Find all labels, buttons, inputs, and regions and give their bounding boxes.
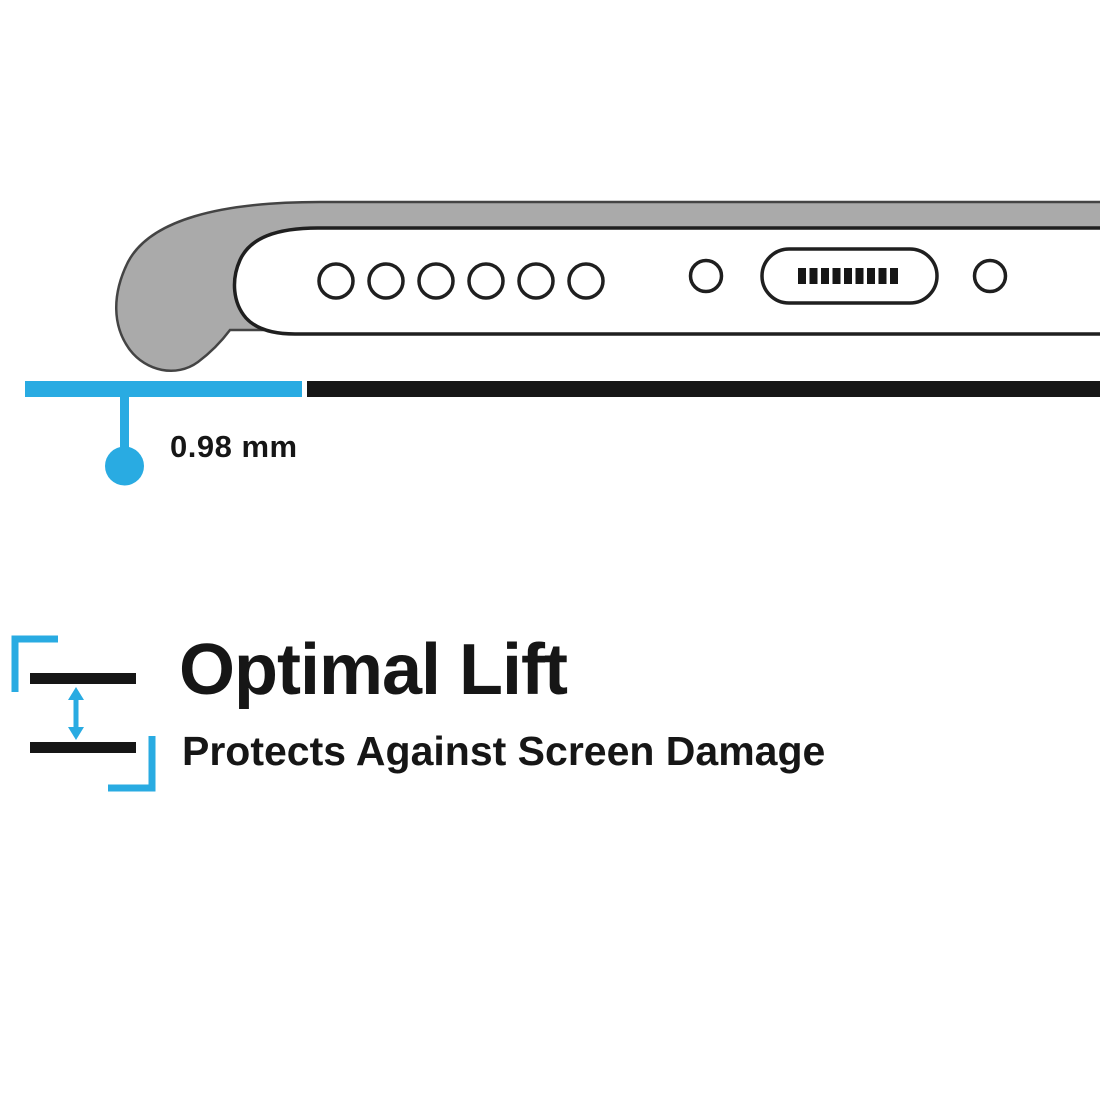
bracket-top-left-icon: [11, 635, 58, 692]
port-pin: [890, 268, 898, 284]
bracket-bottom-right-icon: [108, 736, 156, 792]
port-pin: [809, 268, 818, 284]
port-pins: [798, 268, 898, 284]
surface-line-accent: [25, 381, 302, 397]
speaker-hole: [467, 262, 505, 300]
port-pin: [878, 268, 887, 284]
screw-hole-left: [688, 258, 724, 294]
port-pin: [867, 268, 875, 284]
surface-line-dark: [307, 381, 1100, 397]
double-arrow-icon: [68, 687, 84, 740]
speaker-hole: [517, 262, 555, 300]
port-pin: [821, 268, 829, 284]
feature-title: Optimal Lift: [179, 630, 568, 710]
lift-top-line: [30, 673, 136, 684]
speaker-hole: [367, 262, 405, 300]
measurement-dot: [105, 446, 144, 486]
measurement-callout: [105, 397, 144, 486]
speaker-hole: [567, 262, 605, 300]
speaker-hole: [417, 262, 455, 300]
double-arrow-head-up: [68, 687, 84, 700]
port-pin: [855, 268, 864, 284]
lift-icon: [11, 635, 156, 792]
measurement-line: [120, 397, 129, 449]
double-arrow-head-down: [68, 727, 84, 740]
port-pin: [844, 268, 852, 284]
lift-bottom-line: [30, 742, 136, 753]
port-pin: [832, 268, 841, 284]
screw-hole-right: [972, 258, 1008, 294]
speaker-hole: [317, 262, 355, 300]
speaker-holes: [317, 262, 605, 300]
surface-line: [25, 381, 1100, 397]
phone-case-profile: [115, 200, 1100, 372]
feature-subtitle: Protects Against Screen Damage: [182, 728, 826, 774]
phone-body: [232, 226, 1100, 336]
port-pin: [798, 268, 806, 284]
measurement-label: 0.98 mm: [170, 429, 298, 464]
